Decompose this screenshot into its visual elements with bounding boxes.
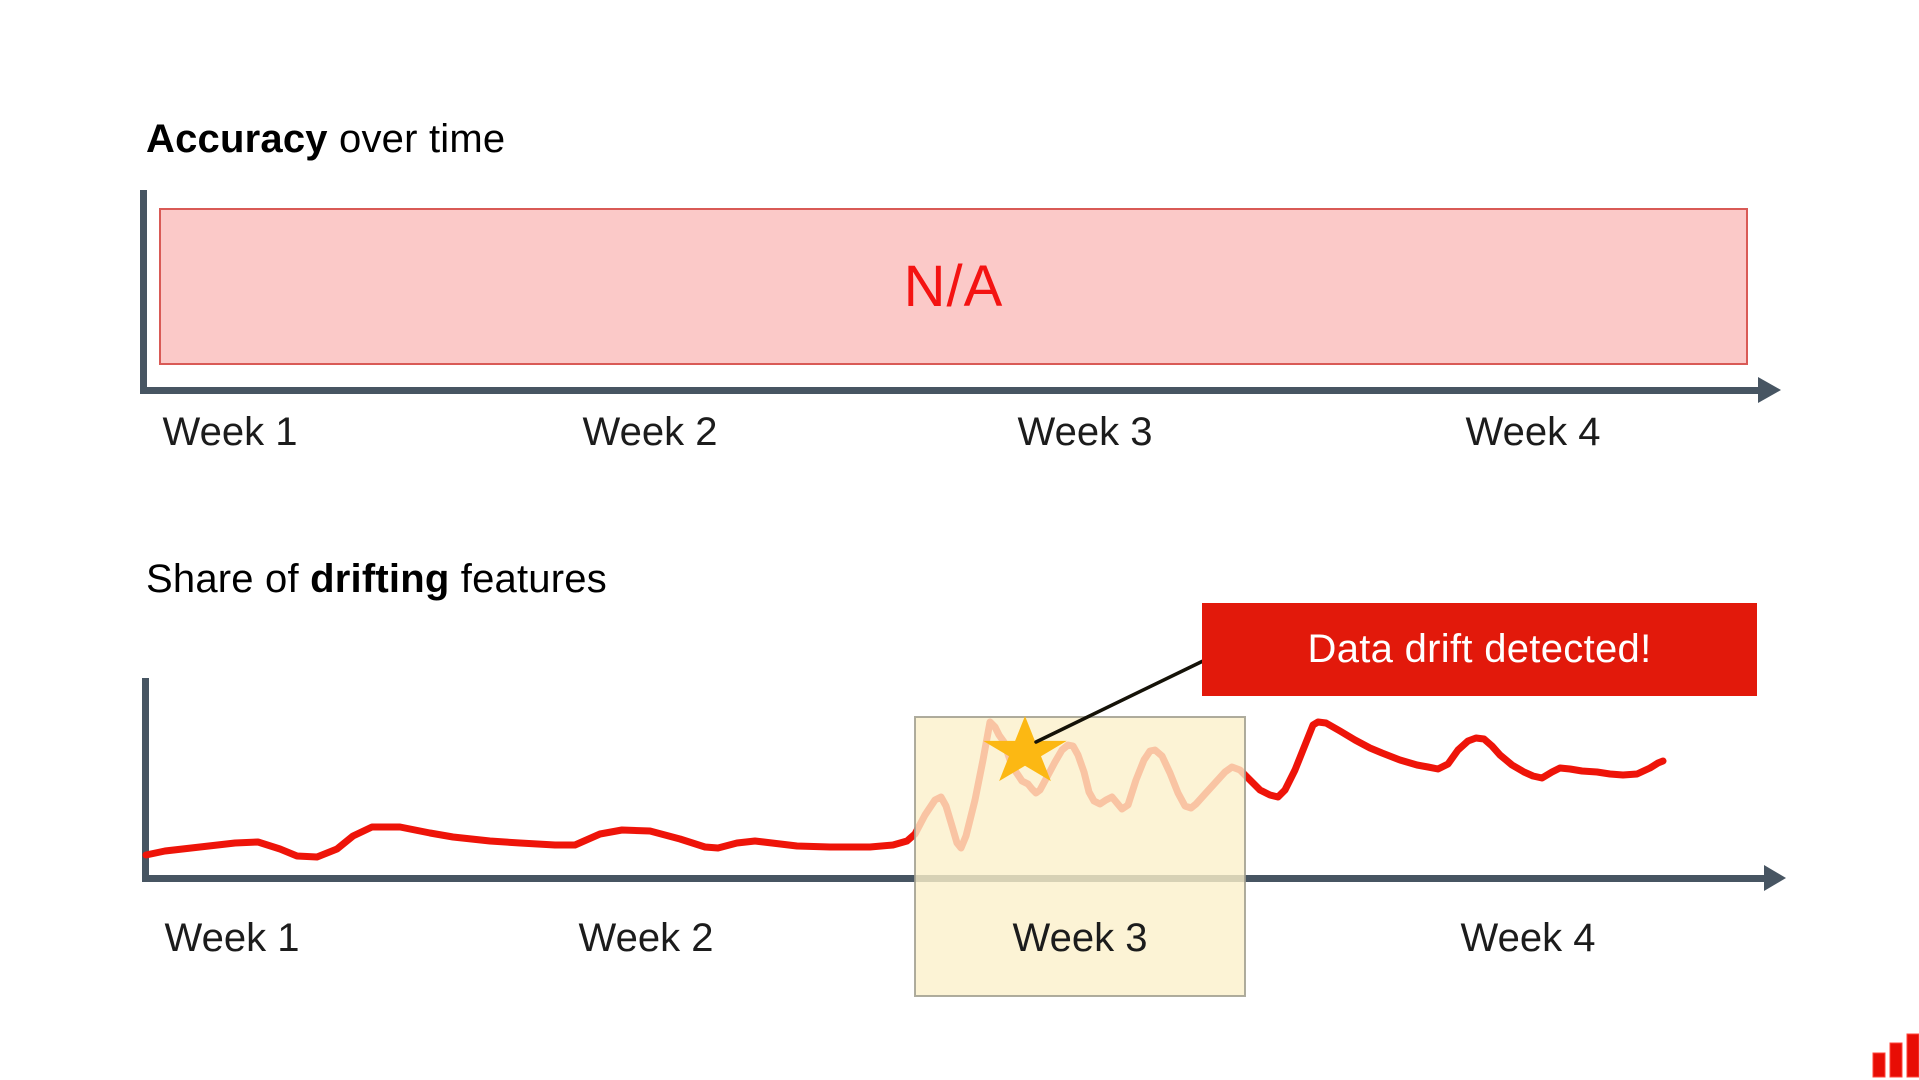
- na-region: N/A: [159, 208, 1748, 365]
- drift-y-axis: [142, 678, 149, 882]
- logo-bar-large: [1906, 1033, 1919, 1078]
- annotation-callout-line: [1034, 659, 1205, 744]
- accuracy-tick-week-2: Week 2: [582, 410, 718, 454]
- accuracy-tick-week-3: Week 3: [1017, 410, 1153, 454]
- accuracy-chart-title: Accuracy over time: [146, 116, 505, 162]
- drift-title-prefix: Share of: [146, 557, 311, 601]
- drift-tick-week-1: Week 1: [164, 916, 300, 960]
- data-drift-alert: Data drift detected!: [1202, 603, 1757, 696]
- drift-tick-week-3: Week 3: [1012, 916, 1148, 960]
- drift-title-accent: drifting: [310, 557, 450, 601]
- drift-title-rest: features: [449, 557, 607, 601]
- accuracy-title-accent: Accuracy: [146, 117, 328, 161]
- accuracy-x-axis: [140, 387, 1758, 394]
- drift-line-series: [142, 718, 1667, 861]
- drift-chart-title: Share of drifting features: [146, 556, 607, 602]
- data-drift-alert-label: Data drift detected!: [1307, 627, 1652, 671]
- drift-star-icon: [983, 716, 1067, 782]
- drift-tick-week-4: Week 4: [1460, 916, 1596, 960]
- logo-bar-medium: [1889, 1042, 1903, 1078]
- accuracy-x-axis-arrow-icon: [1758, 377, 1781, 403]
- na-label: N/A: [903, 254, 1004, 319]
- drift-tick-week-2: Week 2: [578, 916, 714, 960]
- bar-chart-logo-icon: [1872, 1033, 1919, 1078]
- accuracy-title-rest: over time: [327, 117, 506, 161]
- accuracy-tick-week-4: Week 4: [1465, 410, 1601, 454]
- accuracy-tick-week-1: Week 1: [162, 410, 298, 454]
- drift-x-axis-arrow-icon: [1764, 865, 1786, 891]
- week3-highlight-region: [914, 716, 1246, 997]
- logo-bar-small: [1872, 1052, 1886, 1078]
- accuracy-y-axis: [140, 190, 147, 394]
